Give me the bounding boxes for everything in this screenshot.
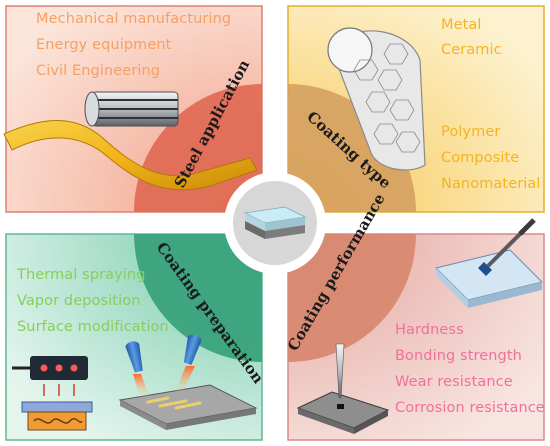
syringe-test-icon	[435, 218, 543, 308]
prep-item-surface-modification: Surface modification	[17, 319, 169, 335]
steel-item-civil-engineering: Civil Engineering	[36, 63, 161, 79]
steel-item-mechanical-manufacturing: Mechanical manufacturing	[36, 11, 232, 27]
coating-type-panel	[287, 5, 545, 213]
type-item-polymer: Polymer	[441, 124, 501, 140]
type-item-composite: Composite	[441, 150, 520, 166]
type-item-nanomaterial: Nanomaterial	[441, 176, 541, 192]
steel-item-energy-equipment: Energy equipment	[36, 37, 172, 53]
prep-item-vapor-deposition: Vapor deposition	[17, 293, 141, 309]
perf-item-bonding-strength: Bonding strength	[395, 348, 522, 364]
coating-performance-panel	[287, 218, 545, 441]
hardness-indenter-icon	[296, 343, 390, 434]
spray-device-icon	[12, 356, 93, 431]
metal-bar-bundle-icon	[84, 91, 179, 127]
torch-deposition-icon	[118, 334, 258, 430]
prep-item-thermal-spraying: Thermal spraying	[17, 267, 146, 283]
perf-item-corrosion-resistance: Corrosion resistance	[395, 400, 545, 416]
nanotube-icon	[327, 27, 426, 171]
type-item-ceramic: Ceramic	[441, 42, 502, 58]
perf-item-hardness: Hardness	[395, 322, 464, 338]
type-item-metal: Metal	[441, 17, 482, 33]
perf-item-wear-resistance: Wear resistance	[395, 374, 513, 390]
coating-preparation-panel	[5, 233, 263, 441]
center-coated-substrate	[224, 172, 326, 274]
coating-type-sector	[288, 84, 416, 212]
coating-preparation-sector	[134, 234, 262, 362]
steel-application-panel	[3, 5, 263, 213]
coating-performance-sector	[288, 234, 416, 362]
gold-sheet-icon	[3, 120, 258, 191]
